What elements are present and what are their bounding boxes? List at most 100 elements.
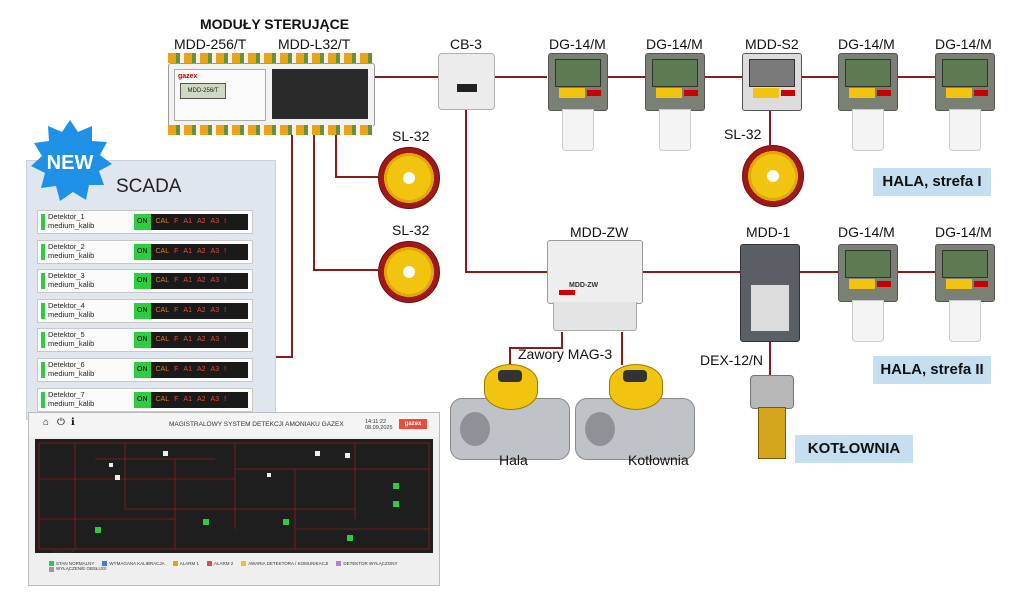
cb3-junction-box — [438, 53, 495, 110]
valve-hala — [450, 364, 570, 460]
controller-model: MDD-256/T — [187, 88, 219, 94]
status-f: F — [174, 247, 179, 255]
valve-label-kotlownia: Kotłownia — [628, 452, 689, 468]
status-indicator — [41, 332, 45, 349]
legend-item: DETEKTOR WYŁĄCZONY — [336, 561, 398, 567]
control-modules: gazex MDD-256/T — [168, 53, 375, 135]
status-a3: A3 — [210, 218, 220, 225]
status-strip: ON CAL F A1 A2 A3! — [134, 362, 248, 378]
status-cal: CAL — [155, 395, 170, 403]
status-f: F — [174, 218, 179, 225]
floor-plan — [35, 439, 433, 553]
status-a2: A2 — [196, 366, 206, 373]
status-a3: A3 — [210, 366, 220, 373]
legend-item: AWARIA DETEKTORA / KOMUNIKACJI — [241, 561, 328, 567]
status-cal: CAL — [155, 306, 170, 314]
power-icon[interactable]: ⏻ — [57, 417, 65, 428]
status-bang: ! — [224, 336, 227, 344]
scada-screenshot: ⌂ ⏻ ℹ MAGISTRALOWY SYSTEM DETEKCJI AMONI… — [28, 412, 440, 586]
status-indicator — [41, 243, 45, 260]
status-cal: CAL — [155, 218, 170, 225]
status-f: F — [174, 395, 179, 403]
zone-tag-2: HALA, strefa II — [873, 356, 991, 384]
legend-item: ALARM 1 — [172, 561, 199, 567]
status-a1: A1 — [183, 277, 192, 285]
status-a2: A2 — [196, 306, 206, 314]
modules-title: MODUŁY STERUJĄCE — [200, 16, 350, 32]
valves-title: Zawory MAG-3 — [518, 346, 613, 362]
legend-item: STAN NORMALNY — [49, 561, 94, 567]
status-cal: CAL — [155, 277, 170, 285]
status-on: ON — [134, 362, 151, 378]
status-cal: CAL — [155, 366, 170, 373]
status-bang: ! — [224, 366, 227, 373]
legend-item: WYŁĄCZENIE OBSŁUGI — [49, 566, 107, 572]
status-on: ON — [134, 214, 151, 230]
valve-kotlownia — [575, 364, 695, 460]
top-detector-label-2: DG-14/M — [646, 36, 703, 52]
zone-tag-kotlownia: KOTŁOWNIA — [795, 435, 913, 463]
valve-label-hala: Hala — [499, 452, 528, 468]
cb3-label: CB-3 — [450, 36, 482, 52]
top-detector-label-4: DG-14/M — [838, 36, 895, 52]
status-indicator — [41, 214, 45, 230]
status-indicator — [41, 302, 45, 319]
detector-dg14m-top-1 — [548, 53, 608, 151]
controller-brand: gazex — [178, 73, 198, 80]
status-a1: A1 — [183, 218, 192, 225]
mid-detector-label-1: DG-14/M — [838, 224, 895, 240]
controller-1-label: MDD-256/T — [174, 36, 247, 52]
status-a3: A3 — [210, 306, 220, 314]
status-a1: A1 — [183, 336, 192, 344]
status-a1: A1 — [183, 366, 192, 373]
top-detector-label-3: MDD-S2 — [745, 36, 799, 52]
status-on: ON — [134, 391, 151, 408]
status-bang: ! — [224, 306, 227, 314]
status-a2: A2 — [196, 247, 206, 255]
screenshot-toolbar: ⌂ ⏻ ℹ — [29, 413, 439, 437]
siren-label-2: SL-32 — [392, 222, 430, 238]
scada-title: SCADA — [116, 176, 182, 197]
siren-sl32-2 — [378, 241, 440, 303]
mdd1-label: MDD-1 — [746, 224, 791, 240]
status-bang: ! — [224, 218, 227, 225]
status-a1: A1 — [183, 395, 192, 403]
siren-sl32-3 — [742, 145, 804, 207]
top-detector-label-1: DG-14/M — [549, 36, 606, 52]
status-bang: ! — [224, 395, 227, 403]
status-a2: A2 — [196, 395, 206, 403]
legend-title: LEGENDA: — [51, 549, 77, 555]
siren-label-1: SL-32 — [392, 128, 430, 144]
status-f: F — [174, 366, 179, 373]
status-a1: A1 — [183, 306, 192, 314]
home-icon[interactable]: ⌂ — [43, 417, 50, 428]
info-icon[interactable]: ℹ — [71, 417, 75, 428]
zone-tag-1: HALA, strefa I — [873, 168, 991, 196]
screenshot-title: MAGISTRALOWY SYSTEM DETEKCJI AMONIAKU GA… — [169, 421, 344, 428]
detector-dg14m-mid-2 — [935, 244, 995, 342]
valve-controller-mddzw: MDD-ZW — [547, 240, 643, 332]
detector-dg14m-mid-1 — [838, 244, 898, 342]
siren-sl32-1 — [378, 147, 440, 209]
status-on: ON — [134, 302, 151, 319]
